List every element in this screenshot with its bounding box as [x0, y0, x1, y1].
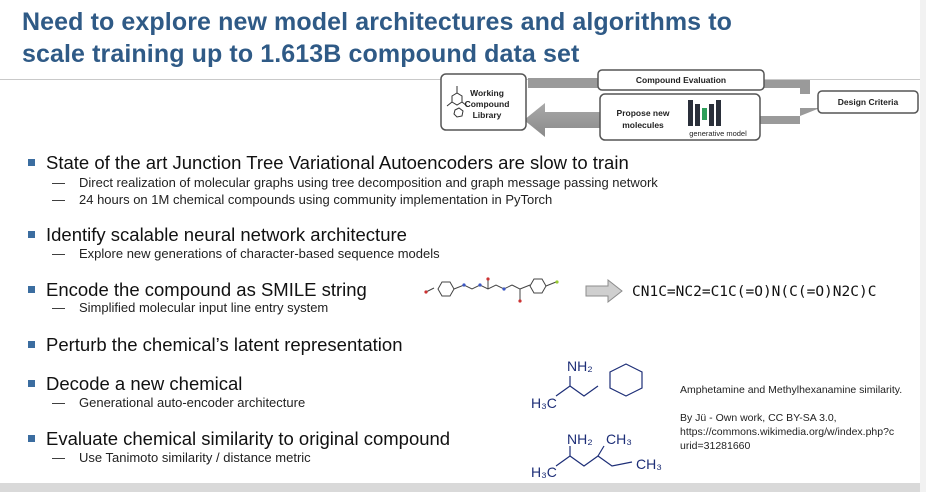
citation-author: By Jü - Own work, CC BY-SA 3.0, — [680, 412, 837, 424]
sub-bullet-2-1: —Explore new generations of character-ba… — [52, 246, 440, 261]
return-arrow — [524, 103, 600, 137]
generative-model-icon — [688, 100, 721, 126]
bullet-5-text: Decode a new chemical — [46, 373, 243, 394]
compound-structure-image — [424, 277, 559, 303]
bullet-marker — [28, 341, 35, 348]
molecule-icon — [446, 86, 468, 118]
bullet-marker — [28, 159, 35, 166]
right-edge-strip — [920, 0, 926, 492]
title-line-1: Need to explore new model architectures … — [22, 8, 733, 36]
bullet-6: Evaluate chemical similarity to original… — [28, 428, 450, 450]
criteria-box — [817, 90, 919, 114]
sub-bullet-5-1-text: Generational auto-encoder architecture — [79, 395, 306, 410]
bullet-marker — [28, 435, 35, 442]
sub-bullet-1-1: —Direct realization of molecular graphs … — [52, 175, 658, 190]
amphetamine-structure — [555, 363, 643, 397]
sub-bullet-1-2: —24 hours on 1M chemical compounds using… — [52, 192, 553, 207]
propose-label-line-1: Propose new — [616, 108, 670, 118]
bullet-4-text: Perturb the chemical’s latent representa… — [46, 334, 403, 355]
sub-bullet-3-1-text: Simplified molecular input line entry sy… — [79, 300, 329, 315]
sub-bullet-2-1-text: Explore new generations of character-bas… — [79, 246, 440, 261]
sub-bullet-3-1: —Simplified molecular input line entry s… — [52, 300, 329, 315]
evaluation-label: Compound Evaluation — [635, 75, 727, 85]
sub-bullet-6-1-text: Use Tanimoto similarity / distance metri… — [79, 450, 311, 465]
library-label: Working Compound Library — [452, 88, 522, 121]
methylhexanamine-structure — [555, 445, 633, 467]
sub-bullet-1-2-text: 24 hours on 1M chemical compounds using … — [79, 192, 553, 207]
bullet-6-text: Evaluate chemical similarity to original… — [46, 428, 451, 449]
bullet-5: Decode a new chemical — [28, 373, 242, 395]
bullet-marker — [28, 286, 35, 293]
library-label-line-2: Compound — [464, 99, 510, 109]
evaluation-box — [597, 69, 765, 91]
hex-h3c-label: H₃C — [531, 464, 557, 480]
bullet-2-text: Identify scalable neural network archite… — [46, 224, 407, 245]
bottom-bar — [0, 483, 926, 492]
bullet-1: State of the art Junction Tree Variation… — [28, 152, 629, 174]
sub-bullet-1-1-text: Direct realization of molecular graphs u… — [79, 175, 658, 190]
bullet-marker — [28, 380, 35, 387]
bullet-3: Encode the compound as SMILE string — [28, 279, 367, 301]
convert-arrow-icon — [585, 279, 623, 303]
sub-bullet-5-1: —Generational auto-encoder architecture — [52, 395, 306, 410]
hex-nh2-label: NH₂ — [567, 431, 593, 447]
bullet-1-text: State of the art Junction Tree Variation… — [46, 152, 629, 173]
library-label-line-1: Working — [470, 88, 504, 98]
amph-nh2-label: NH₂ — [567, 358, 593, 374]
criteria-label: Design Criteria — [837, 97, 899, 107]
hex-ch3-right-label: CH₃ — [636, 456, 662, 472]
slide-title: Need to explore new model architectures … — [22, 6, 902, 70]
citation-link-line-1[interactable]: https://commons.wikimedia.org/w/index.ph… — [680, 426, 895, 438]
propose-label: Propose new molecules — [604, 107, 682, 131]
bullet-4: Perturb the chemical’s latent representa… — [28, 334, 403, 356]
bullet-marker — [28, 231, 35, 238]
citation-link-line-2[interactable]: urid=31281660 — [680, 440, 751, 452]
workflow-diagram — [440, 69, 919, 141]
model-label: generative model — [689, 129, 747, 138]
right-flow-arrow — [764, 80, 810, 94]
library-label-line-3: Library — [472, 110, 502, 120]
bullet-2: Identify scalable neural network archite… — [28, 224, 407, 246]
citation-title: Amphetamine and Methylhexanamine similar… — [680, 384, 903, 396]
top-flow-arrow — [528, 78, 598, 88]
lower-return-arrow — [760, 108, 820, 124]
amph-h3c-label: H₃C — [531, 395, 557, 411]
smiles-string: CN1C=NC2=C1C(=O)N(C(=O)N2C)C — [632, 284, 877, 300]
sub-bullet-6-1: —Use Tanimoto similarity / distance metr… — [52, 450, 311, 465]
hex-ch3-top-label: CH₃ — [606, 431, 632, 447]
propose-label-line-2: molecules — [622, 120, 664, 130]
title-line-2: scale training up to 1.613B compound dat… — [22, 40, 580, 68]
bullet-3-text: Encode the compound as SMILE string — [46, 279, 367, 300]
